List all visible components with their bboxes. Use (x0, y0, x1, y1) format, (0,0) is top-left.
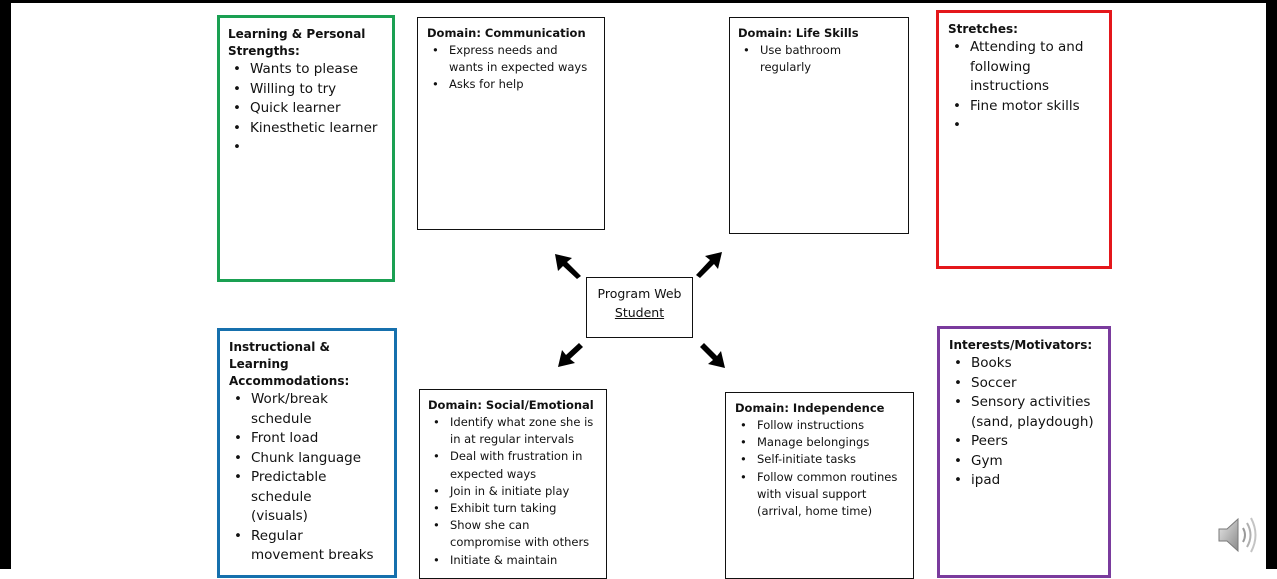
list-item: Follow instructions (735, 417, 904, 434)
program-web-center: Program Web Student (586, 277, 693, 338)
list-item: Identify what zone she is in at regular … (428, 414, 598, 448)
communication-box: Domain: Communication Express needs and … (417, 17, 605, 230)
list-item: Willing to try (228, 80, 384, 100)
list-item: ipad (949, 471, 1099, 491)
interests-list: Books Soccer Sensory activities (sand, p… (949, 354, 1099, 491)
list-item: Use bathroom regularly (738, 42, 858, 76)
life-skills-box: Domain: Life Skills Use bathroom regular… (729, 17, 909, 234)
strengths-heading: Learning & Personal Strengths: (228, 27, 366, 58)
list-item: Fine motor skills (948, 97, 1100, 117)
speaker-icon[interactable] (1216, 514, 1260, 556)
social-emotional-heading: Domain: Social/Emotional (428, 398, 594, 412)
strengths-box: Learning & Personal Strengths: Wants to … (217, 15, 395, 282)
stretches-box: Stretches: Attending to and following in… (936, 10, 1112, 269)
independence-box: Domain: Independence Follow instructions… (725, 392, 914, 579)
list-item (948, 116, 1100, 136)
accommodations-box: Instructional & Learning Accommodations:… (217, 328, 397, 578)
list-item: Express needs and wants in expected ways (427, 42, 595, 76)
social-emotional-list: Identify what zone she is in at regular … (428, 414, 598, 569)
accommodations-heading: Instructional & Learning Accommodations: (229, 340, 350, 388)
life-skills-list: Use bathroom regularly (738, 42, 858, 76)
stretches-heading: Stretches: (948, 22, 1018, 36)
center-subtitle: Student (614, 305, 665, 320)
list-item: Asks for help (427, 76, 595, 93)
arrow-icon (700, 343, 725, 368)
list-item: Wants to please (228, 60, 384, 80)
list-item: Exhibit turn taking (428, 500, 598, 517)
list-item: Work/break schedule (229, 390, 341, 429)
list-item: Kinesthetic learner (228, 119, 384, 139)
communication-heading: Domain: Communication (427, 26, 586, 40)
list-item (228, 138, 384, 158)
list-item: Self-initiate tasks (735, 451, 904, 468)
interests-heading: Interests/Motivators: (949, 338, 1093, 352)
list-item: Show she can compromise with others (428, 517, 598, 551)
list-item: Follow common routines with visual suppo… (735, 469, 904, 521)
list-item: Sensory activities (sand, playdough) (949, 393, 1099, 432)
list-item: Attending to and following instructions (948, 38, 1100, 97)
interests-box: Interests/Motivators: Books Soccer Senso… (937, 326, 1111, 578)
list-item: Soccer (949, 374, 1099, 394)
list-item: Initiate & maintain (428, 552, 598, 569)
arrow-icon (558, 343, 583, 367)
list-item: Predictable schedule (visuals) (229, 468, 371, 527)
life-skills-heading: Domain: Life Skills (738, 26, 859, 40)
independence-heading: Domain: Independence (735, 401, 885, 415)
arrow-icon (555, 254, 581, 279)
list-item: Front load (229, 429, 385, 449)
window-frame-top (0, 0, 1277, 3)
list-item: Deal with frustration in expected ways (428, 448, 598, 482)
list-item: Quick learner (228, 99, 384, 119)
social-emotional-box: Domain: Social/Emotional Identify what z… (419, 389, 607, 579)
list-item: Manage belongings (735, 434, 904, 451)
list-item: Chunk language (229, 449, 385, 469)
list-item: Peers (949, 432, 1099, 452)
list-item: Regular movement breaks (229, 527, 379, 566)
communication-list: Express needs and wants in expected ways… (427, 42, 595, 94)
window-frame-left (0, 0, 11, 569)
list-item: Gym (949, 452, 1099, 472)
arrow-icon (696, 252, 722, 278)
strengths-list: Wants to please Willing to try Quick lea… (228, 60, 384, 158)
window-frame-right (1266, 0, 1277, 569)
stretches-list: Attending to and following instructions … (948, 38, 1100, 136)
center-title: Program Web (597, 286, 682, 301)
list-item: Books (949, 354, 1099, 374)
accommodations-list: Work/break schedule Front load Chunk lan… (229, 390, 385, 566)
list-item: Join in & initiate play (428, 483, 598, 500)
independence-list: Follow instructions Manage belongings Se… (735, 417, 904, 520)
